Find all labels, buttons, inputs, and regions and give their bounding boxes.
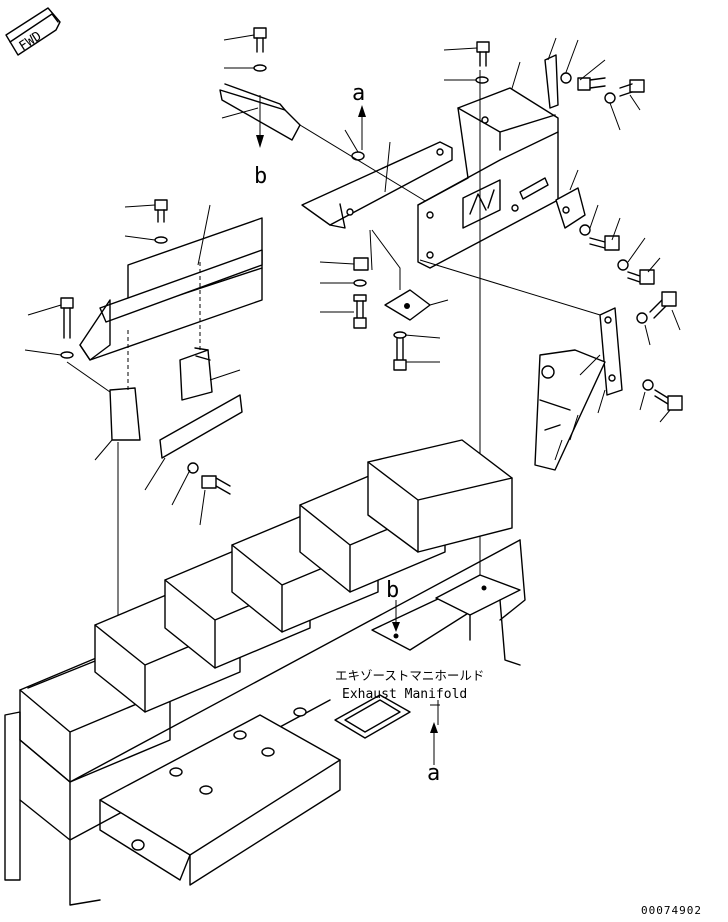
bolt-icon <box>589 235 620 251</box>
bolt-icon <box>393 337 407 371</box>
nut-icon <box>353 257 369 271</box>
washer-icon <box>351 151 365 161</box>
callout-b-bottom: b <box>386 578 399 603</box>
washer-icon <box>475 76 489 84</box>
bolt-icon <box>60 297 74 339</box>
washer-icon <box>353 279 367 287</box>
bolt-icon <box>253 27 267 53</box>
washer-icon <box>393 331 407 339</box>
manifold-label-english: Exhaust Manifold <box>342 687 467 702</box>
bolt-icon <box>654 389 683 411</box>
bolt-icon <box>353 294 367 329</box>
callout-a-bottom: a <box>427 761 440 786</box>
right-strut-assembly <box>534 291 683 471</box>
bolt-icon <box>627 269 655 285</box>
right-shield-assembly <box>417 37 661 575</box>
rocker-cover <box>367 439 513 553</box>
washer-icon <box>253 64 267 72</box>
bolt-icon <box>154 199 168 223</box>
nut-icon <box>541 365 555 379</box>
figure-number: 00074902 <box>641 904 702 917</box>
washer-icon <box>642 379 654 391</box>
manifold-label-japanese: エキゾーストマニホールド <box>335 668 484 683</box>
washer-icon <box>560 72 572 84</box>
fwd-label: FWD <box>17 29 45 54</box>
washer-icon <box>579 224 591 236</box>
center-bracket-assembly <box>219 27 453 371</box>
callout-a-top: a <box>352 81 365 106</box>
bolt-icon <box>201 475 231 495</box>
left-bracket-assembly <box>24 199 263 730</box>
washer-icon <box>604 92 616 104</box>
bolt-icon <box>649 291 677 319</box>
washer-icon <box>60 351 74 359</box>
washer-icon <box>636 312 648 324</box>
fwd-arrow-badge: FWD <box>5 7 61 56</box>
washer-icon <box>187 462 199 474</box>
engine-block <box>4 439 526 906</box>
bolt-icon <box>476 41 490 67</box>
callout-b-top: b <box>254 164 267 189</box>
bolt-icon <box>577 77 606 91</box>
washer-icon <box>154 236 168 244</box>
bolt-icon <box>619 79 645 97</box>
washer-icon <box>617 259 629 271</box>
